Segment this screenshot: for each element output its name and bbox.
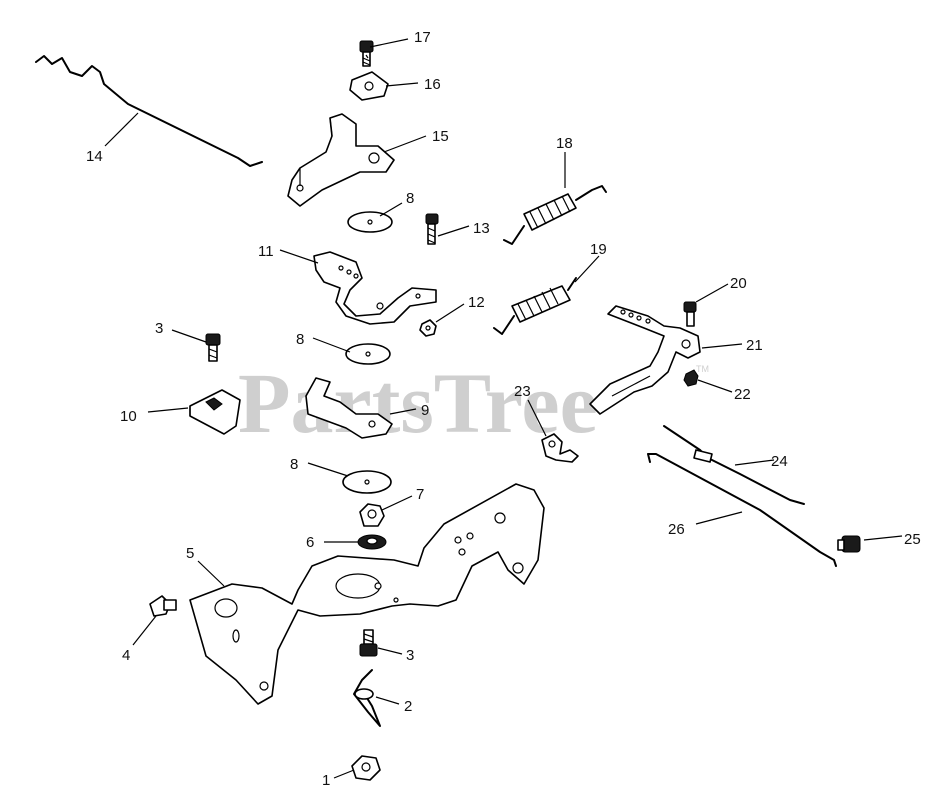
part-13-screw[interactable] xyxy=(425,213,439,245)
part-14-governor-rod[interactable] xyxy=(35,55,263,167)
part-2-spring-clip[interactable] xyxy=(353,669,381,727)
part-7-nut[interactable] xyxy=(359,503,385,527)
part-8-washer-top[interactable] xyxy=(347,211,393,233)
part-3-bolt-lower[interactable] xyxy=(359,629,378,657)
part-19-spring[interactable] xyxy=(493,277,577,335)
part-8-washer-bottom[interactable] xyxy=(342,470,392,494)
callout-6: 6 xyxy=(306,534,314,551)
callout-10: 10 xyxy=(120,408,137,425)
watermark-text: PartsTree xyxy=(238,355,598,451)
part-8-washer-middle[interactable] xyxy=(345,343,391,365)
part-6-washer[interactable] xyxy=(357,534,387,550)
callout-7: 7 xyxy=(416,486,424,503)
callout-25: 25 xyxy=(904,531,921,548)
callout-20: 20 xyxy=(730,275,747,292)
callout-19: 19 xyxy=(590,241,607,258)
callout-8-middle: 8 xyxy=(296,331,304,348)
part-23-cable-clamp[interactable] xyxy=(541,433,579,463)
part-16-washer-plate[interactable] xyxy=(349,71,389,101)
part-20-bolt[interactable] xyxy=(683,301,697,327)
part-1-nut[interactable] xyxy=(351,755,381,781)
callout-5: 5 xyxy=(186,545,194,562)
callout-15: 15 xyxy=(432,128,449,145)
part-21-control-lever[interactable] xyxy=(589,305,701,415)
callout-13: 13 xyxy=(473,220,490,237)
part-24-cable[interactable] xyxy=(663,425,805,505)
callout-3-upper: 3 xyxy=(155,320,163,337)
callout-labels: 17 16 14 15 18 8 13 11 19 20 12 3 8 21 2… xyxy=(86,29,921,789)
part-17-bolt[interactable] xyxy=(359,40,374,67)
part-25-fitting[interactable] xyxy=(837,535,861,553)
callout-1: 1 xyxy=(322,772,330,789)
part-11-lever[interactable] xyxy=(313,251,437,325)
callout-8-bottom: 8 xyxy=(290,456,298,473)
watermark-trademark: TM xyxy=(696,364,709,374)
callout-4: 4 xyxy=(122,647,130,664)
callout-26: 26 xyxy=(668,521,685,538)
callout-11: 11 xyxy=(258,243,274,260)
part-22-nut[interactable] xyxy=(683,369,699,387)
callout-24: 24 xyxy=(771,453,788,470)
callout-18: 18 xyxy=(556,135,573,152)
part-12-nut[interactable] xyxy=(419,319,437,337)
part-18-spring[interactable] xyxy=(503,185,607,245)
part-9-lever-plate[interactable] xyxy=(305,377,393,439)
part-5-main-bracket[interactable] xyxy=(189,483,545,705)
callout-9: 9 xyxy=(421,402,429,419)
callout-2: 2 xyxy=(404,698,412,715)
callout-8-top: 8 xyxy=(406,190,414,207)
part-4-bolt[interactable] xyxy=(149,595,177,617)
part-15-bracket[interactable] xyxy=(287,113,395,207)
part-3-bolt-upper[interactable] xyxy=(205,333,221,362)
callout-14: 14 xyxy=(86,148,103,165)
part-26-rod[interactable] xyxy=(647,453,837,567)
part-10-clip[interactable] xyxy=(189,389,241,435)
callout-12: 12 xyxy=(468,294,485,311)
callout-22: 22 xyxy=(734,386,751,403)
callout-17: 17 xyxy=(414,29,431,46)
leader-lines xyxy=(104,38,903,779)
callout-23: 23 xyxy=(514,383,531,400)
callout-21: 21 xyxy=(746,337,763,354)
callout-16: 16 xyxy=(424,76,441,93)
callout-3-lower: 3 xyxy=(406,647,414,664)
